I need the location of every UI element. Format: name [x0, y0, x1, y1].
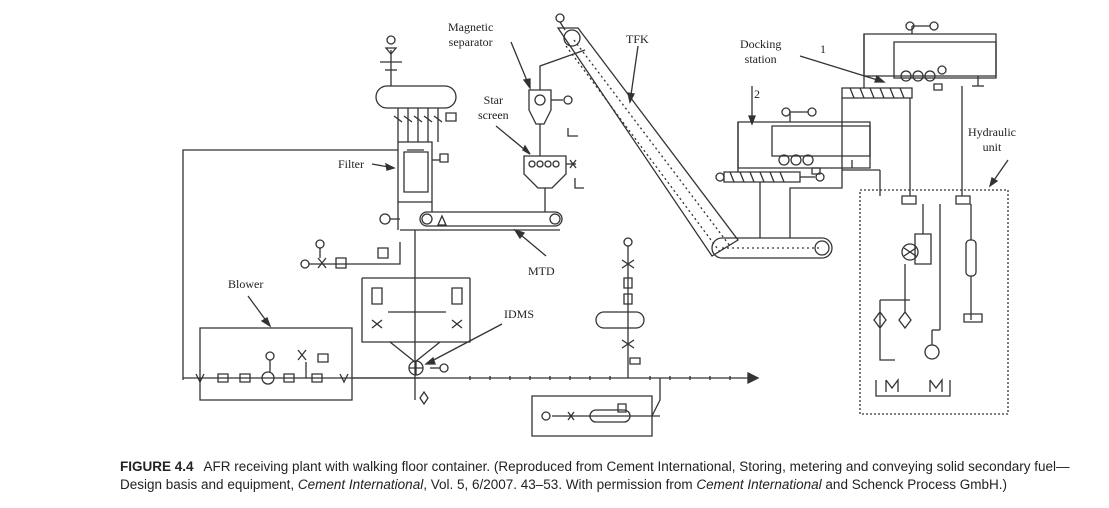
label-star-line-2: screen	[478, 108, 509, 122]
blower-unit	[183, 296, 420, 400]
filter-vessel	[372, 142, 448, 202]
label-filter: Filter	[338, 157, 364, 171]
hydraulic-unit	[842, 86, 1008, 414]
docking-container-2	[716, 86, 870, 238]
label-blower: Blower	[228, 277, 264, 291]
caption-journal-1: Cement International	[297, 477, 424, 492]
filter-return-line	[183, 150, 398, 380]
star-screen	[496, 126, 584, 212]
idms-section	[301, 230, 502, 404]
caption-text-2: , Vol. 5, 6/2007. 43–53. With permission…	[423, 477, 697, 492]
label-star-screen: Star screen	[478, 93, 509, 123]
caption-journal-2: Cement International	[696, 477, 822, 492]
caption-text-1: AFR receiving plant with walking floor c…	[120, 459, 1070, 492]
label-number-1: 1	[820, 42, 826, 56]
docking-container-1	[800, 22, 996, 98]
magnetic-separator	[511, 42, 585, 156]
lower-feeder-box	[532, 378, 660, 436]
label-docking-line-2: station	[744, 52, 777, 66]
label-star-line-1: Star	[483, 93, 503, 107]
label-hydraulic-unit: Hydraulic unit	[968, 125, 1016, 155]
label-magnetic-separator: Magnetic separator	[448, 20, 493, 50]
label-docking-station: Docking station	[740, 37, 781, 67]
label-number-2: 2	[754, 87, 760, 101]
figure-number: FIGURE 4.4	[120, 459, 194, 474]
main-transport-line	[352, 373, 758, 383]
caption-text-3: and Schenck Process GmbH.)	[821, 477, 1007, 492]
label-magnetic-line-1: Magnetic	[448, 20, 494, 34]
label-docking-line-1: Docking	[740, 37, 782, 51]
tfk-conveyor	[556, 14, 832, 258]
label-magnetic-line-2: separator	[448, 35, 493, 49]
process-diagram	[0, 0, 1109, 450]
filter-header-manifold	[376, 36, 456, 142]
label-idms: IDMS	[504, 307, 535, 321]
label-mtd: MTD	[528, 264, 555, 278]
dosing-line	[596, 238, 644, 378]
label-hydraulic-line-1: Hydraulic	[968, 125, 1016, 139]
mtd-conveyor	[380, 202, 562, 256]
label-hydraulic-line-2: unit	[982, 140, 1002, 154]
label-tfk: TFK	[626, 32, 649, 46]
